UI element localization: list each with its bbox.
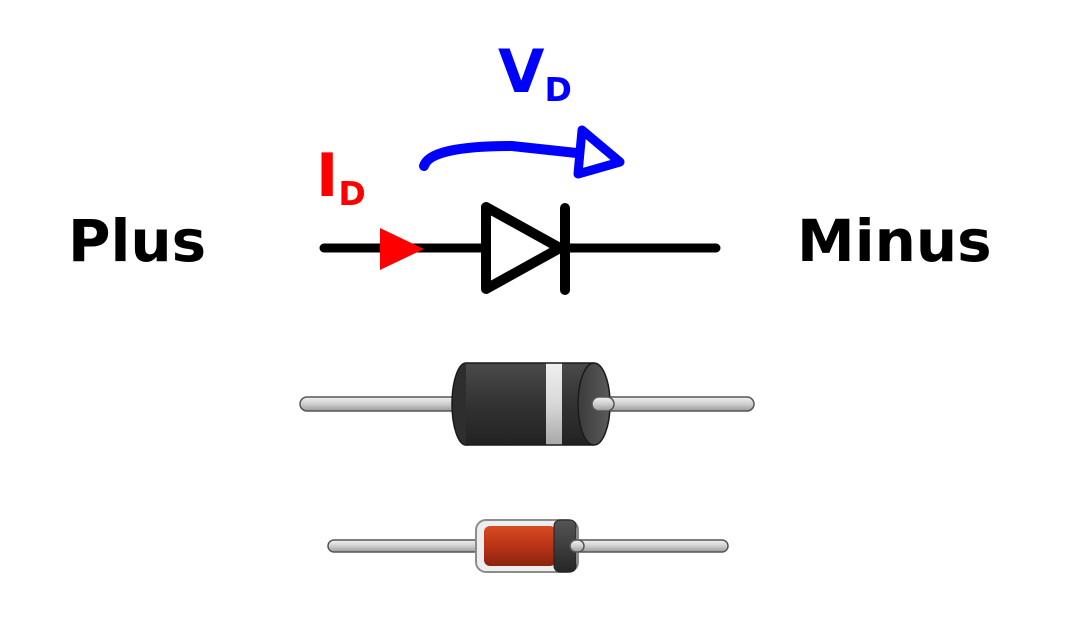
current-symbol: I [316, 141, 339, 211]
large-diode-lead-stub [591, 396, 615, 412]
plus-label: Plus [68, 207, 207, 275]
voltage-subscript: D [544, 70, 572, 110]
voltage-arrow-head [573, 125, 625, 179]
voltage-label: VD [498, 42, 572, 106]
current-label: ID [316, 146, 366, 210]
minus-label: Minus [797, 207, 992, 275]
diode-anode-triangle [481, 202, 565, 294]
small-diode-body [484, 526, 556, 566]
large-diode-body [466, 363, 594, 445]
voltage-symbol: V [498, 37, 545, 107]
large-diode-cathode-band [546, 363, 562, 445]
small-diode-lead-stub [569, 539, 585, 553]
large-diode-lead-left [299, 396, 461, 412]
current-subscript: D [338, 174, 366, 214]
small-diode-lead-left [327, 539, 481, 553]
voltage-arrow-curve [419, 140, 591, 171]
large-diode-lead-right [595, 396, 755, 412]
current-arrow-head [380, 228, 424, 270]
small-diode-lead-right [573, 539, 729, 553]
